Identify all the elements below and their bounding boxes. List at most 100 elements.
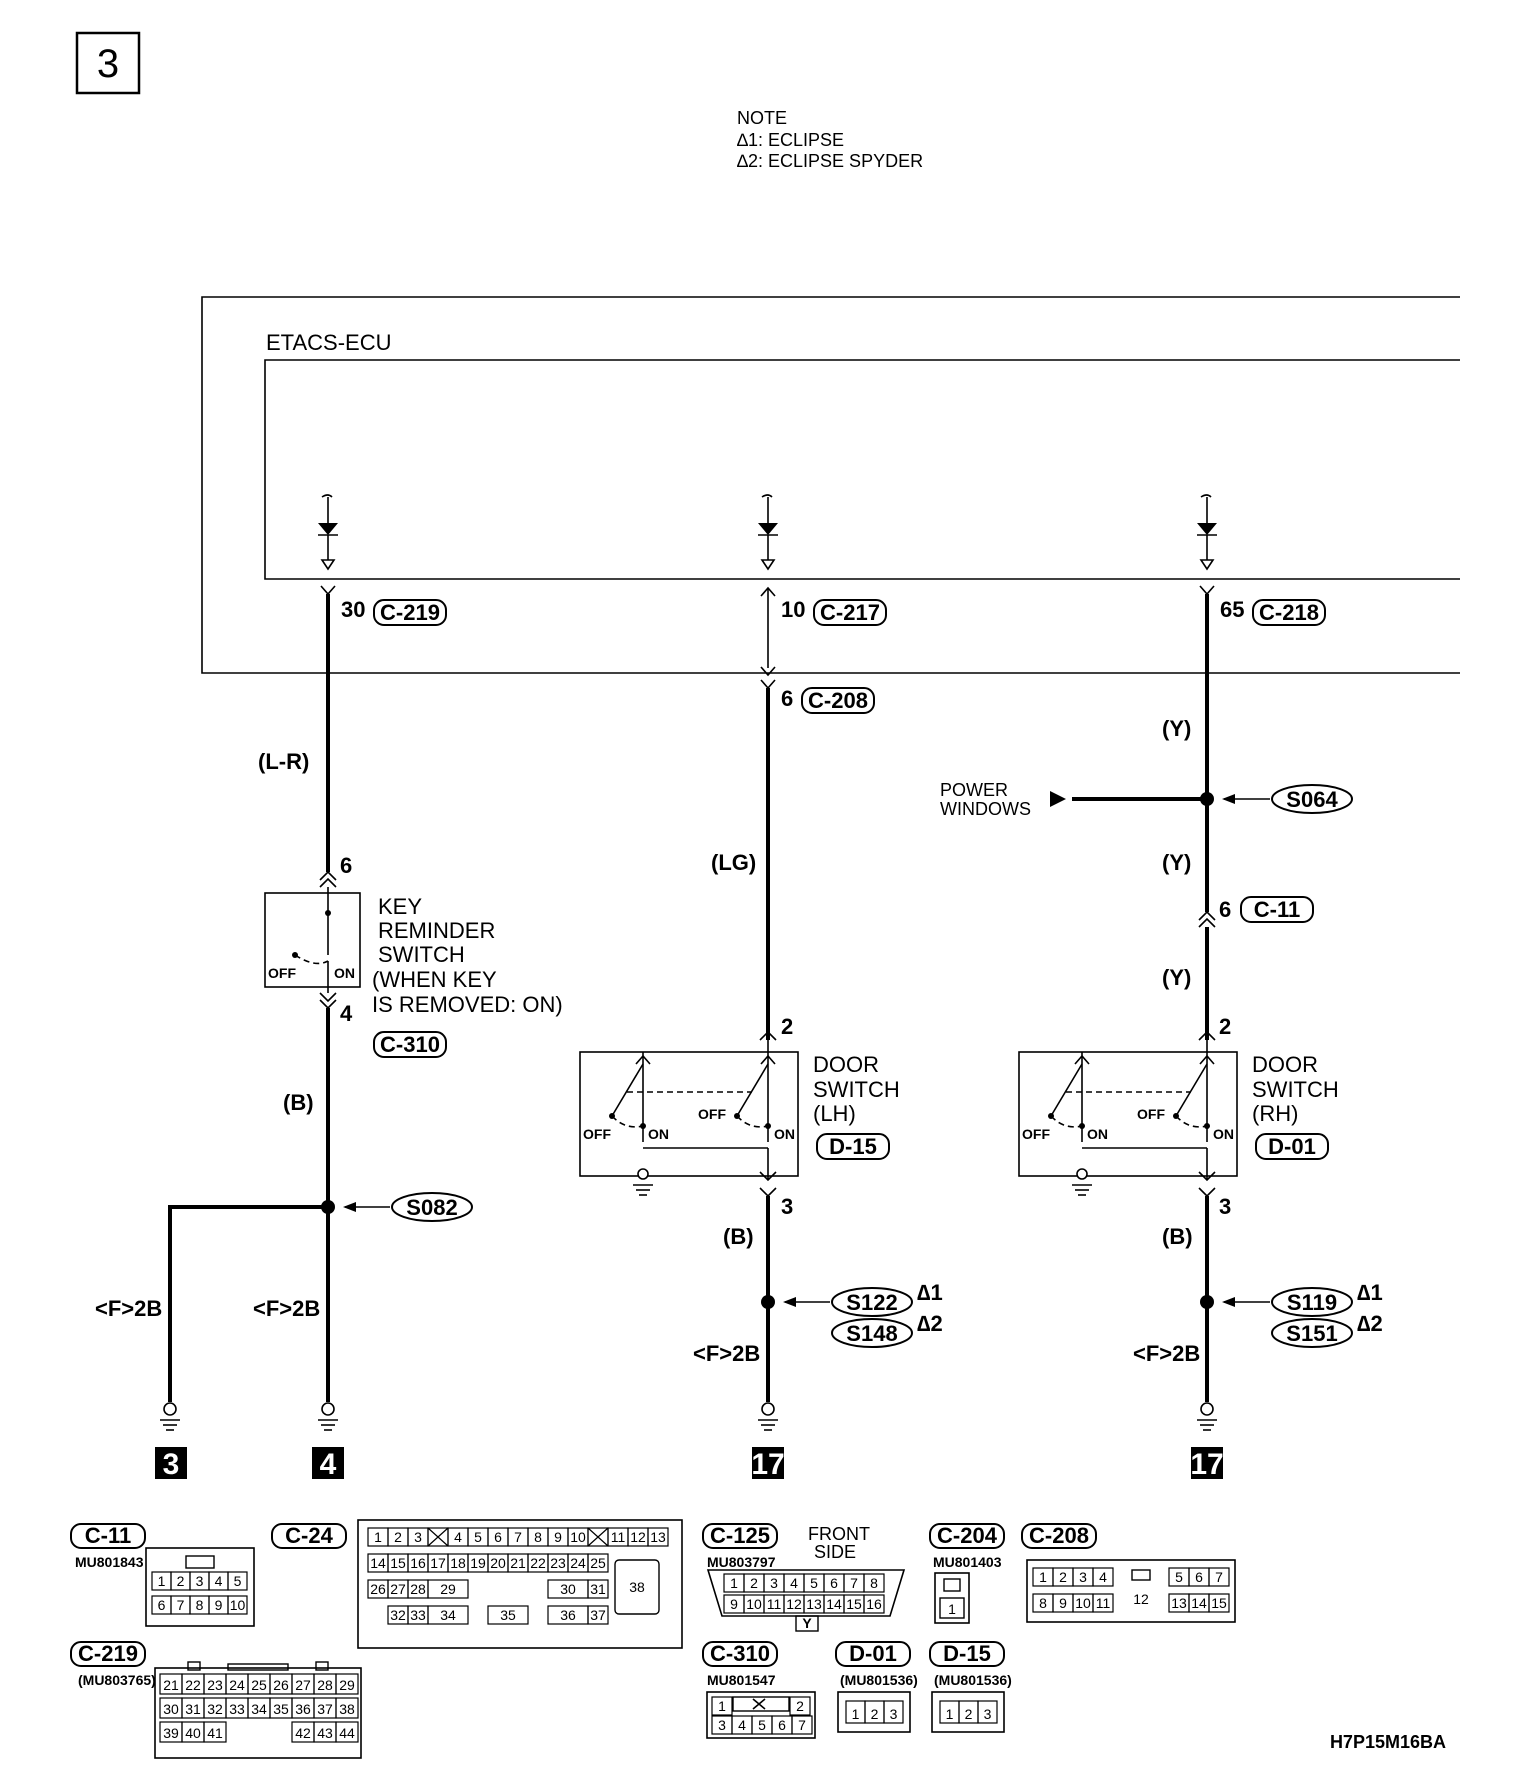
ground-point-17-lh [752, 1447, 784, 1479]
c219-name: C-219 [78, 1641, 138, 1666]
c219-pin: 44 [339, 1725, 355, 1741]
c125-key: Y [802, 1615, 812, 1631]
connector-tag-c11 [1240, 896, 1314, 923]
c219-pin: 36 [295, 1701, 311, 1717]
c11-pin: 6 [158, 1597, 166, 1613]
c24-pin: 1 [374, 1529, 382, 1545]
connector-label-c11: C-11 [1254, 897, 1300, 922]
c24-pin: 4 [454, 1529, 462, 1545]
note-line-1: ∆1: ECLIPSE [737, 130, 844, 150]
splice-note-s122: ∆1 [917, 1280, 943, 1305]
connector-label-c310: C-310 [380, 1032, 440, 1057]
connector-label-d15: D-15 [829, 1134, 877, 1159]
c125-pin: 16 [866, 1596, 882, 1612]
splice-tag-s082 [391, 1192, 473, 1222]
c24-pin: 26 [370, 1581, 386, 1597]
c24-cell [427, 1605, 469, 1625]
c310-pin: 2 [796, 1698, 804, 1714]
c24-cell [587, 1605, 609, 1625]
wire-color-y-2: (Y) [1162, 850, 1191, 875]
key-switch-label-1: KEY [378, 894, 422, 919]
c208-pin-12: 12 [1133, 1591, 1149, 1607]
ground-point-4 [312, 1447, 344, 1479]
door-lh-label-3: (LH) [813, 1101, 856, 1126]
c24-cell [487, 1605, 529, 1625]
ground-number-3: 3 [163, 1448, 180, 1481]
splice-label-s148: S148 [846, 1321, 897, 1346]
connector-label-c208: C-208 [808, 688, 868, 713]
c24-cell [587, 1553, 609, 1573]
c310-name: C-310 [710, 1641, 770, 1666]
c24-pin-38: 38 [629, 1579, 645, 1595]
door-lh-pin-3: 3 [781, 1194, 793, 1219]
ground-ref-lh: <F>2B [693, 1341, 760, 1366]
door-rh-on-left: ON [1087, 1126, 1108, 1142]
c24-pin: 31 [590, 1581, 606, 1597]
c24-pin: 24 [570, 1555, 586, 1571]
splice-point-s122 [761, 1295, 775, 1309]
c125-pin: 7 [850, 1575, 858, 1591]
c208-pin: 3 [1079, 1569, 1087, 1585]
c24-pin: 5 [474, 1529, 482, 1545]
wire-color-lg: (LG) [711, 850, 756, 875]
c219-pin: 29 [339, 1677, 355, 1693]
c219-pin: 32 [207, 1701, 223, 1717]
note-block: NOTE ∆1: ECLIPSE ∆2: ECLIPSE SPYDER [737, 108, 923, 171]
c208-cell [1092, 1567, 1114, 1587]
c11-pin: 3 [196, 1573, 204, 1589]
c204-pin-1: 1 [948, 1601, 956, 1617]
c24-pin: 35 [500, 1607, 516, 1623]
c219-pin: 24 [229, 1677, 245, 1693]
c208-pin: 15 [1211, 1595, 1227, 1611]
c24-pin: 7 [514, 1529, 522, 1545]
wire-color-l-r: (L-R) [258, 749, 309, 774]
c125-pin: 6 [830, 1575, 838, 1591]
connector-tag-d15 [816, 1133, 890, 1160]
c219-pin: 42 [295, 1725, 311, 1741]
connector-tag-c219 [373, 599, 447, 626]
c219-pin: 22 [185, 1677, 201, 1693]
c11-pin: 9 [215, 1597, 223, 1613]
junction-pin-6-c11: 6 [1219, 897, 1231, 922]
door-switch-lh [579, 1051, 799, 1177]
junction-pin-6-c208: 6 [781, 686, 793, 711]
connector-label-c219: C-219 [380, 600, 440, 625]
wire-color-y-1: (Y) [1162, 716, 1191, 741]
d15-pin: 2 [965, 1706, 973, 1722]
key-switch-label-3: SWITCH [378, 942, 465, 967]
c125-cell [863, 1573, 885, 1593]
door-lh-on-left: ON [648, 1126, 669, 1142]
d15-pin: 3 [984, 1706, 992, 1722]
splice-label-s064: S064 [1286, 787, 1338, 812]
page-number-box [75, 31, 141, 95]
c208-name: C-208 [1029, 1523, 1089, 1548]
d01-name: D-01 [849, 1641, 897, 1666]
splice-tag-s122 [831, 1287, 913, 1317]
key-switch-label-5: IS REMOVED: ON) [372, 992, 563, 1017]
c219-pin: 37 [317, 1701, 333, 1717]
c219-pin: 27 [295, 1677, 311, 1693]
ground-point-3 [155, 1447, 187, 1479]
c208-cell [1092, 1593, 1114, 1613]
c310-pin: 4 [738, 1717, 746, 1733]
page-number: 3 [97, 42, 119, 86]
c24-pin: 14 [370, 1555, 386, 1571]
c24-pin: 33 [410, 1607, 426, 1623]
c125-pin: 3 [770, 1575, 778, 1591]
c208-pin: 5 [1175, 1569, 1183, 1585]
c24-cell [647, 1527, 669, 1547]
splice-label-s082: S082 [406, 1195, 457, 1220]
figure-code: H7P15M16BA [1330, 1732, 1446, 1752]
c219-pin: 39 [163, 1725, 179, 1741]
c24-pin: 12 [630, 1529, 646, 1545]
door-rh-off-right: OFF [1137, 1106, 1165, 1122]
c24-pin: 18 [450, 1555, 466, 1571]
c11-cell [227, 1595, 248, 1615]
c24-blank-pin [427, 1527, 449, 1547]
d01-pin: 1 [852, 1706, 860, 1722]
ecu-internal-circuit-3 [1197, 494, 1217, 571]
note-line-2: ∆2: ECLIPSE SPYDER [737, 151, 923, 171]
d15-name: D-15 [943, 1641, 991, 1666]
